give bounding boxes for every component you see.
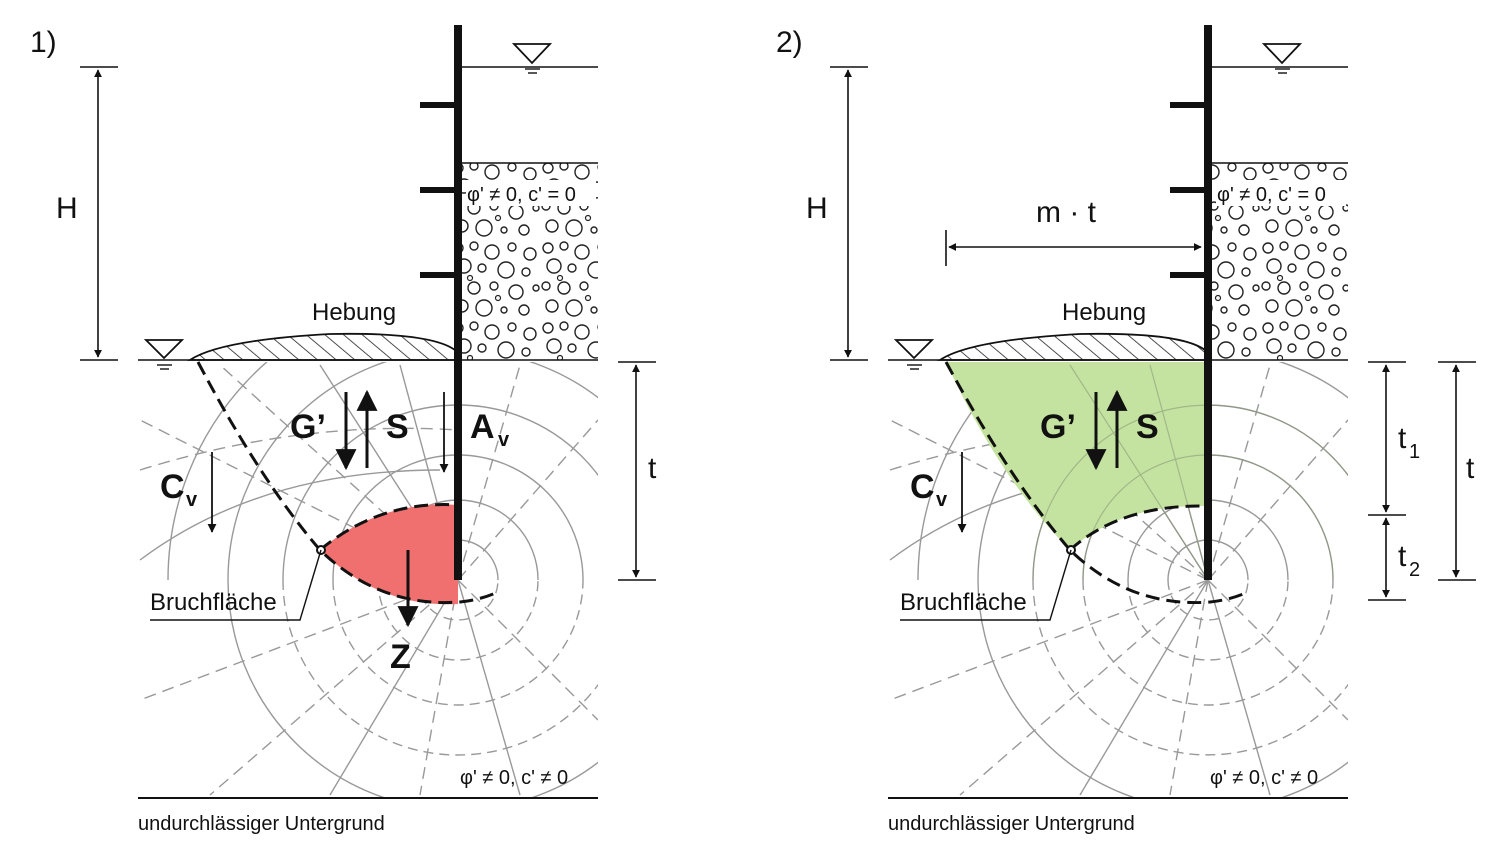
panel-2-S-label: S (1136, 408, 1159, 446)
panel-2-mt-label: m · t (1036, 196, 1097, 229)
panel-2-bruchflaeche: Bruchfläche (900, 589, 1027, 616)
panel-2-C-sub: v (936, 489, 948, 511)
panel-2-soil-bottom: φ' ≠ 0, c' ≠ 0 (1210, 767, 1318, 789)
panel-2: 2) (776, 25, 1476, 835)
panel-2-failure-surface (944, 361, 1249, 605)
panel-1-C-label: C (160, 468, 185, 506)
panel-2-C-label: C (910, 468, 935, 506)
panel-1-Z-label: Z (390, 638, 411, 676)
panel-1: 1) (30, 25, 657, 835)
panel-1-S-label: S (386, 408, 409, 446)
panel-1-heave (187, 332, 456, 361)
panel-1-A-label: A (470, 408, 495, 446)
panel-1-number: 1) (30, 26, 57, 59)
panel-1-water-level-left-icon (143, 339, 185, 360)
panel-1-base-label: undurchlässiger Untergrund (138, 813, 385, 835)
panel-1-soil-top: φ' ≠ 0, c' = 0 (467, 184, 576, 206)
panel-2-number: 2) (776, 26, 803, 59)
panel-2-t2-sub: 2 (1409, 559, 1420, 581)
panel-2-t1-sub: 1 (1409, 441, 1420, 463)
panel-2-t2-label: t (1398, 540, 1407, 573)
panel-1-t-label: t (648, 452, 657, 485)
panel-2-G-label: G’ (1040, 408, 1076, 446)
panel-1-soil-bottom: φ' ≠ 0, c' ≠ 0 (460, 767, 568, 789)
panel-1-hebung: Hebung (312, 299, 396, 326)
panel-1-C-sub: v (186, 489, 198, 511)
panel-2-H-label: H (806, 192, 828, 225)
panel-1-A-sub: v (498, 429, 510, 451)
panel-1-leader (150, 549, 322, 621)
panel-2-t1-label: t (1398, 422, 1407, 455)
panel-1-H-label: H (56, 192, 78, 225)
panel-2-base-label: undurchlässiger Untergrund (888, 813, 1135, 835)
panel-1-failure-body (320, 504, 458, 605)
panel-2-heave (937, 332, 1206, 361)
panel-2-soil-top: φ' ≠ 0, c' = 0 (1217, 184, 1326, 206)
panel-1-bruchflaeche: Bruchfläche (150, 589, 277, 616)
panel-2-water-level-left-icon (893, 339, 935, 360)
panel-1-failure-surface (196, 361, 499, 605)
panel-1-flow-net (139, 362, 598, 797)
panel-1-G-label: G’ (290, 408, 326, 446)
panel-1-water-level-icon (511, 43, 553, 65)
panel-2-t-label: t (1466, 452, 1475, 485)
panel-2-water-level-icon (1261, 43, 1303, 65)
panel-2-failure-body (946, 362, 1204, 550)
panel-2-hebung: Hebung (1062, 299, 1146, 326)
